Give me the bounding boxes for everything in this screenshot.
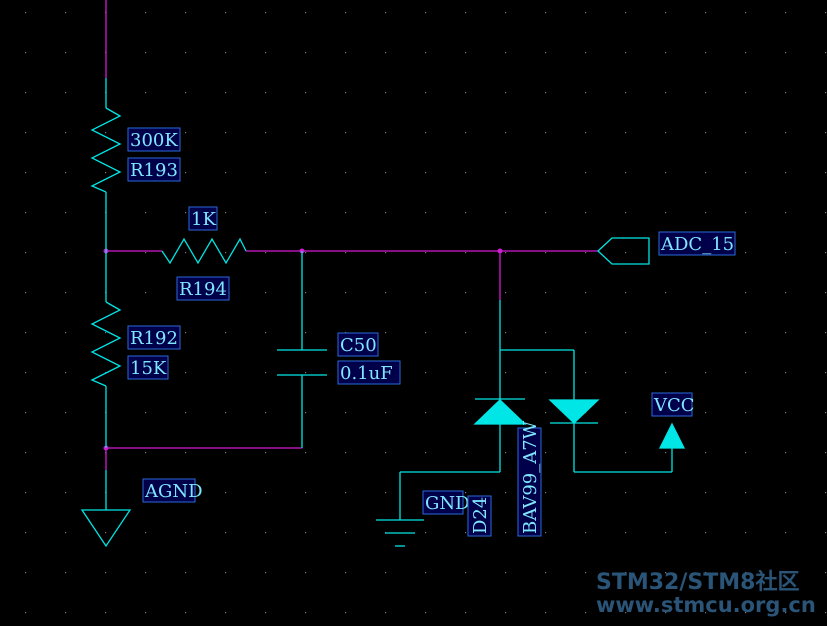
svg-text:0.1uF: 0.1uF: [340, 363, 393, 384]
svg-text:GND: GND: [425, 493, 470, 514]
svg-text:1K: 1K: [191, 209, 216, 230]
label-r193-value: 300K: [127, 127, 181, 152]
watermark-line2: www.stmcu.org.cn: [596, 593, 816, 617]
grid-dots: [25, 12, 827, 614]
label-r193-ref: R193: [127, 157, 181, 182]
label-r194-value: 1K: [188, 206, 218, 231]
gnd-symbol-icon: [376, 472, 424, 547]
svg-text:R194: R194: [179, 279, 227, 300]
label-c50-value: 0.1uF: [337, 360, 401, 385]
label-adc-net: ADC_15: [658, 231, 736, 256]
label-r192-ref: R192: [127, 325, 181, 350]
svg-text:R192: R192: [130, 328, 178, 349]
label-d24-part: BAV99_A7W: [517, 420, 542, 537]
svg-text:AGND: AGND: [144, 481, 203, 502]
svg-text:R193: R193: [130, 160, 178, 181]
diode-d24: [400, 300, 672, 473]
label-agnd: AGND: [142, 478, 203, 503]
wires: [105, 0, 598, 470]
label-vcc: VCC: [651, 392, 695, 417]
svg-text:D24: D24: [470, 497, 491, 534]
resistor-r192: [90, 251, 122, 448]
label-r194-ref: R194: [176, 276, 230, 301]
label-gnd: GND: [422, 490, 470, 515]
watermark-line1: STM32/STM8社区: [596, 569, 799, 595]
svg-text:300K: 300K: [130, 130, 178, 151]
svg-text:C50: C50: [340, 335, 377, 356]
resistor-r193: [90, 78, 122, 251]
label-r192-value: 15K: [127, 355, 169, 380]
svg-text:BAV99_A7W: BAV99_A7W: [520, 420, 541, 534]
resistor-r194: [161, 237, 247, 265]
svg-text:ADC_15: ADC_15: [660, 234, 734, 255]
vcc-symbol-icon: [658, 422, 686, 472]
capacitor-c50: [277, 251, 327, 448]
svg-text:15K: 15K: [130, 358, 167, 379]
label-d24-ref: D24: [467, 495, 492, 537]
svg-text:VCC: VCC: [653, 395, 695, 416]
label-c50-ref: C50: [337, 332, 379, 357]
adc-port-icon: [597, 237, 650, 265]
agnd-symbol-icon: [80, 470, 132, 548]
